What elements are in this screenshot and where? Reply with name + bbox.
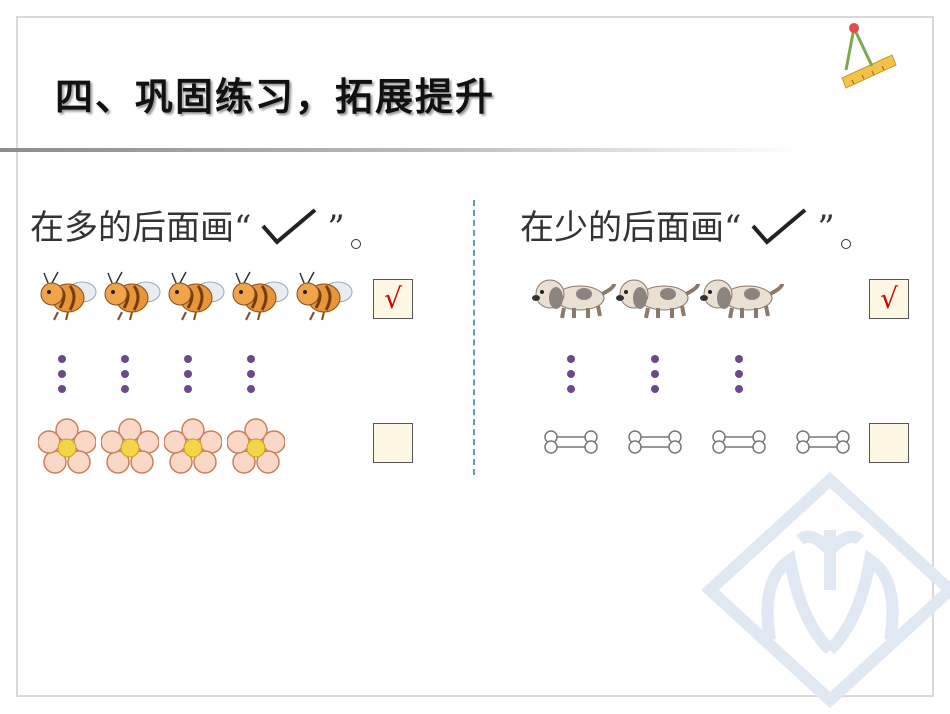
bee-icon <box>294 268 356 324</box>
dog-icon <box>698 274 784 322</box>
dog-icon <box>614 274 700 322</box>
right-instruction-text: 在少的后面画“ <box>520 208 742 248</box>
dot-column <box>567 355 575 400</box>
left-instruction-text: 在多的后面画“ <box>30 208 252 248</box>
answer-box-bones[interactable] <box>869 423 909 463</box>
flower-icon <box>226 418 286 474</box>
bee-icon <box>102 268 164 324</box>
period-mark <box>350 238 361 249</box>
bee-icon <box>166 268 228 324</box>
title-underline <box>0 148 800 152</box>
dot-column <box>58 355 66 400</box>
check-mark-icon <box>749 206 809 255</box>
bee-icon <box>38 268 100 324</box>
answer-box-bees[interactable]: √ <box>373 279 413 319</box>
left-instruction: 在多的后面画“ ” <box>30 200 361 255</box>
answer-box-dogs[interactable]: √ <box>869 279 909 319</box>
left-instruction-close: ” <box>327 208 345 248</box>
bone-icon <box>794 427 852 457</box>
flower-icon <box>37 418 97 474</box>
slide-frame <box>16 16 934 697</box>
bee-icon <box>230 268 292 324</box>
period-mark <box>840 238 851 249</box>
flower-icon <box>163 418 223 474</box>
ruler-compass-icon <box>832 20 902 94</box>
panel-divider <box>473 200 475 475</box>
bone-icon <box>542 427 600 457</box>
dot-column <box>247 355 255 400</box>
answer-box-flowers[interactable] <box>373 423 413 463</box>
bone-icon <box>626 427 684 457</box>
dot-column <box>184 355 192 400</box>
flower-icon <box>100 418 160 474</box>
page-title: 四、巩固练习，拓展提升 <box>55 75 496 119</box>
right-instruction: 在少的后面画“ ” <box>520 200 851 255</box>
check-mark-icon <box>259 206 319 255</box>
dot-column <box>651 355 659 400</box>
watermark-logo <box>700 470 950 714</box>
dot-column <box>121 355 129 400</box>
dog-icon <box>530 274 616 322</box>
bone-icon <box>710 427 768 457</box>
dot-column <box>735 355 743 400</box>
right-instruction-close: ” <box>817 208 835 248</box>
